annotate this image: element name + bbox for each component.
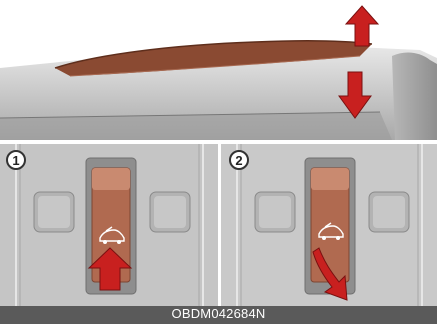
step1-marker: 1 bbox=[6, 150, 26, 170]
step1-panel: 1 bbox=[0, 144, 218, 306]
overhead-console-drawing bbox=[221, 144, 437, 306]
step2-panel: 2 bbox=[221, 144, 437, 306]
figure-code: OBDM042684N bbox=[0, 306, 437, 324]
caption-bar: OBDM042684N bbox=[0, 306, 437, 324]
roof-drawing bbox=[0, 0, 437, 140]
step2-marker: 2 bbox=[229, 150, 249, 170]
roof-pillar bbox=[392, 53, 437, 140]
overhead-console-drawing bbox=[0, 144, 218, 306]
roof-illustration bbox=[0, 0, 437, 140]
